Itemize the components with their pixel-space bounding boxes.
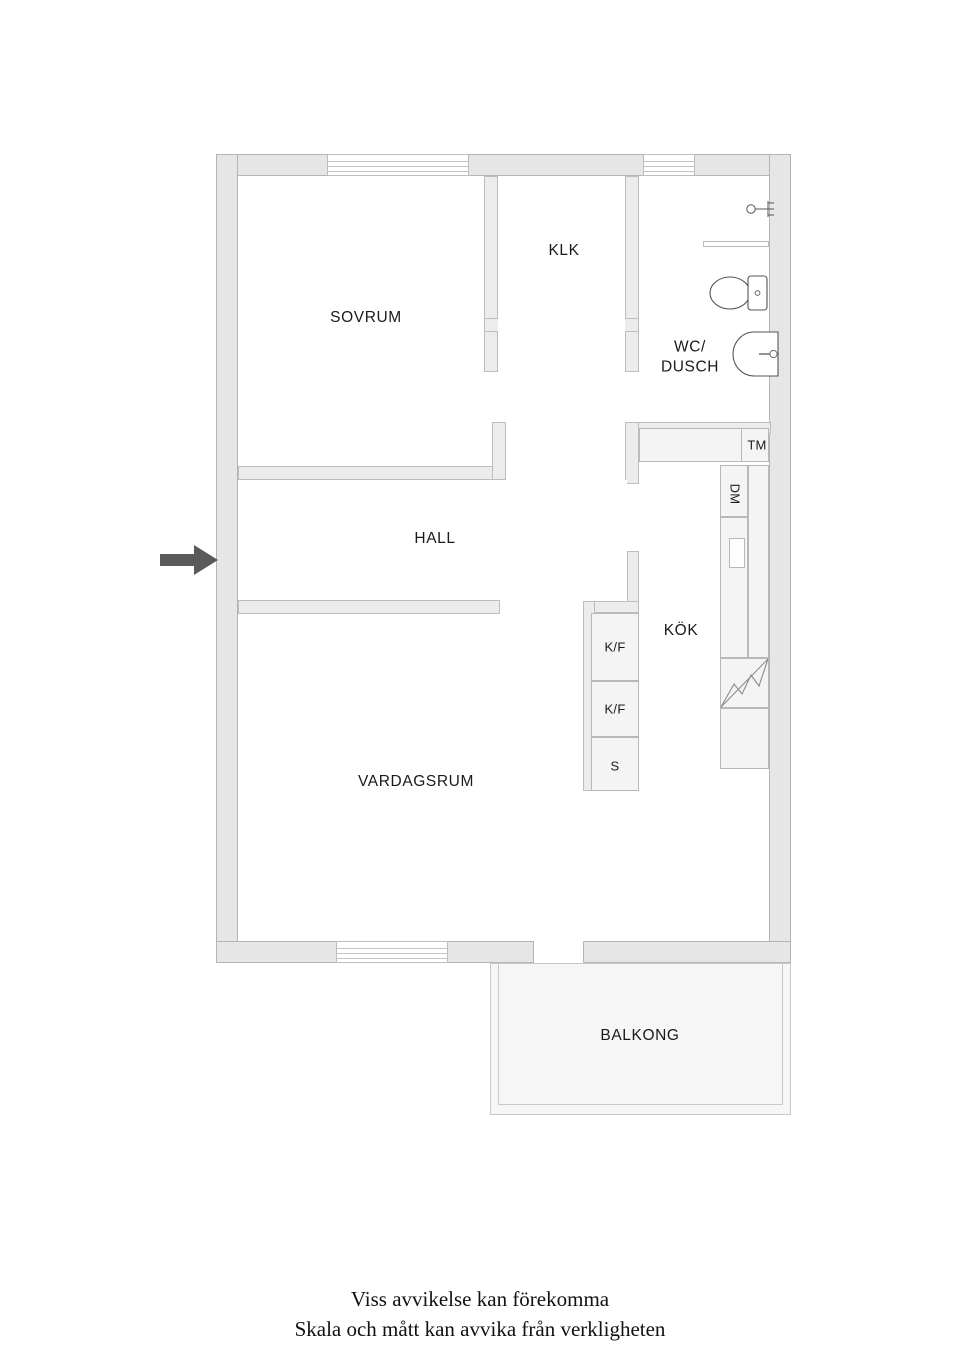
caption-line-2: Skala och mått kan avvika från verklighe…	[294, 1316, 666, 1341]
toilet-icon	[709, 275, 768, 311]
kitchen-counter-east-upper	[748, 465, 769, 658]
disclaimer-caption: Viss avvikelse kan förekomma Skala och m…	[0, 1285, 960, 1345]
floor-hall	[238, 480, 627, 600]
balcony-inner	[498, 963, 783, 1105]
stove-icon	[720, 658, 769, 708]
sink-icon	[732, 331, 779, 377]
caption-line-1: Viss avvikelse kan förekomma	[350, 1287, 610, 1311]
exterior-wall-top	[216, 154, 791, 176]
shower-rail-icon	[703, 241, 769, 247]
arrow-right-icon	[160, 545, 218, 575]
floor-klk	[498, 176, 625, 332]
interior-wall-klk-wc	[625, 176, 639, 372]
interior-wall-sovrum-klk	[484, 176, 498, 372]
interior-wall-sovrum-hall	[238, 466, 506, 480]
kitchen-sink-basin	[729, 538, 745, 568]
floor-vardagsrum	[238, 614, 583, 941]
exterior-wall-right	[769, 154, 791, 963]
interior-wall-kok-jamb	[625, 422, 639, 484]
shower-head-icon	[746, 201, 774, 217]
pantry-unit-s	[591, 737, 639, 791]
fridge-unit-1	[591, 613, 639, 681]
interior-wall-sovrum-hall-jamb	[492, 422, 506, 480]
fridge-unit-2	[591, 681, 639, 737]
dishwasher-dm	[720, 465, 748, 517]
interior-wall-hall-vardagsrum	[238, 600, 500, 614]
laundry-counter	[639, 428, 745, 462]
window-wc-north	[643, 154, 695, 176]
exterior-wall-bottom-right	[583, 941, 791, 963]
window-sovrum-north	[327, 154, 469, 176]
kitchen-base-cabinet-lower	[720, 708, 769, 769]
washing-machine-tm	[741, 428, 769, 462]
floor-sovrum	[238, 176, 484, 466]
window-vardagsrum-south	[336, 941, 448, 963]
